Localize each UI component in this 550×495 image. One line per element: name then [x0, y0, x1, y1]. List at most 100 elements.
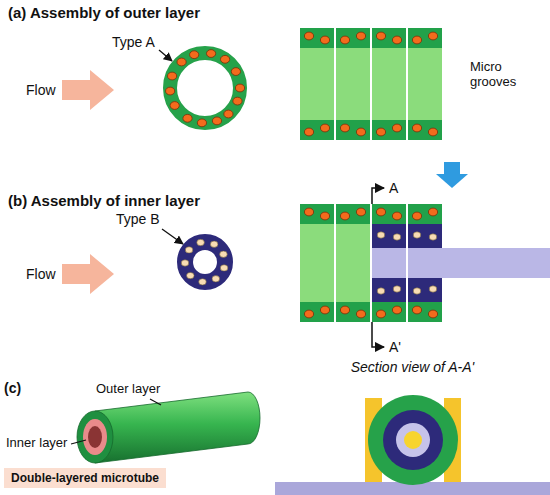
type-a-part [428, 208, 437, 216]
block-segment [300, 224, 334, 302]
type-b-part [413, 288, 421, 294]
leader-line [162, 229, 183, 244]
block-segment [336, 28, 370, 48]
block-segment [408, 120, 442, 140]
type-a-part [320, 124, 329, 132]
type-a-part [356, 208, 365, 216]
block-segment [300, 120, 334, 140]
type-a-part [428, 32, 437, 40]
type-a-part [224, 110, 233, 118]
type-b-part [393, 234, 401, 240]
node-shape [0, 0, 550, 162]
type-b-part [220, 251, 228, 257]
type-a-part [320, 212, 329, 220]
type-a-part [428, 310, 437, 318]
type-a-part [412, 306, 421, 314]
type-a-part [392, 36, 401, 44]
block-segment [372, 224, 406, 248]
type-a-part [340, 36, 349, 44]
channel-panel: (a) Assembly of outer layer [0, 0, 550, 162]
block-segment [372, 48, 406, 120]
block-segment [408, 248, 442, 278]
leader-line [150, 399, 161, 405]
block-segment [408, 302, 442, 322]
type-a-part [376, 32, 385, 40]
type-a-part [412, 36, 421, 44]
type-a-part [168, 72, 177, 80]
type-a-part [304, 208, 313, 216]
type-b-part [429, 234, 437, 240]
outer-layer-face [77, 411, 113, 463]
block-segment [300, 302, 334, 322]
block-segment [300, 204, 334, 224]
block-segment [336, 302, 370, 322]
leader-line [71, 440, 86, 444]
part-label: Inner layer [6, 436, 67, 451]
type-a-part [166, 87, 175, 95]
type-a-ring [170, 53, 240, 123]
section-mark: A [389, 180, 398, 196]
type-a-part [235, 84, 244, 92]
type-b-part [429, 286, 437, 292]
type-a-part [376, 208, 385, 216]
type-b-part [393, 286, 401, 292]
section-marker [372, 188, 384, 204]
block-segment [300, 48, 334, 120]
type-b-part [210, 241, 218, 247]
microtube-body [95, 392, 260, 463]
assembled-blocks [300, 28, 442, 322]
type-b-part [199, 279, 207, 285]
type-a-part [190, 51, 199, 59]
type-a-part [206, 50, 215, 58]
type-b-part [181, 260, 189, 266]
type-a-part [304, 32, 313, 40]
flow-label: Flow [26, 82, 56, 98]
type-a-part [340, 306, 349, 314]
block-segment [372, 120, 406, 140]
type-a-part [412, 124, 421, 132]
type-a-part [177, 58, 186, 66]
type-b-part [212, 276, 220, 282]
type-a-part [320, 306, 329, 314]
type-a-part [340, 212, 349, 220]
node-shape [0, 188, 550, 376]
type-a-part [220, 55, 229, 63]
block-segment [372, 248, 406, 278]
type-a-part [233, 97, 242, 105]
node-heading: (b) Assembly of inner layer [0, 188, 550, 213]
type-b-part [220, 265, 228, 271]
type-b-part [185, 247, 193, 253]
node-heading: Double-layered microtube [4, 468, 166, 488]
type-a-part [392, 306, 401, 314]
block-segment [336, 48, 370, 120]
block-segment [408, 48, 442, 120]
block-segment [336, 120, 370, 140]
caption-box: Double-layered microtube [4, 468, 166, 488]
tube-lumen [88, 426, 102, 448]
type-a-part [356, 128, 365, 136]
inner-layer-face [83, 419, 107, 455]
block-segment [300, 28, 334, 48]
part-label: Micro grooves [470, 60, 532, 90]
type-a-part [183, 114, 192, 122]
type-a-part [356, 310, 365, 318]
type-b-part [377, 288, 385, 294]
type-a-part [170, 102, 179, 110]
core-section [404, 431, 422, 449]
type-b-ring [185, 242, 225, 282]
type-a-part [304, 128, 313, 136]
node-outline [0, 188, 550, 376]
node-heading: Section view of A-A' [275, 352, 550, 375]
type-a-part [392, 212, 401, 220]
type-b-part [187, 272, 195, 278]
type-a-part [356, 32, 365, 40]
section-mark: A' [389, 339, 401, 355]
section-view-panel: Section view of A-A' [275, 352, 550, 495]
type-a-part [376, 310, 385, 318]
node-outline [0, 0, 550, 162]
block-segment [336, 204, 370, 224]
lumen-section [396, 423, 430, 457]
node-shape [275, 352, 550, 495]
